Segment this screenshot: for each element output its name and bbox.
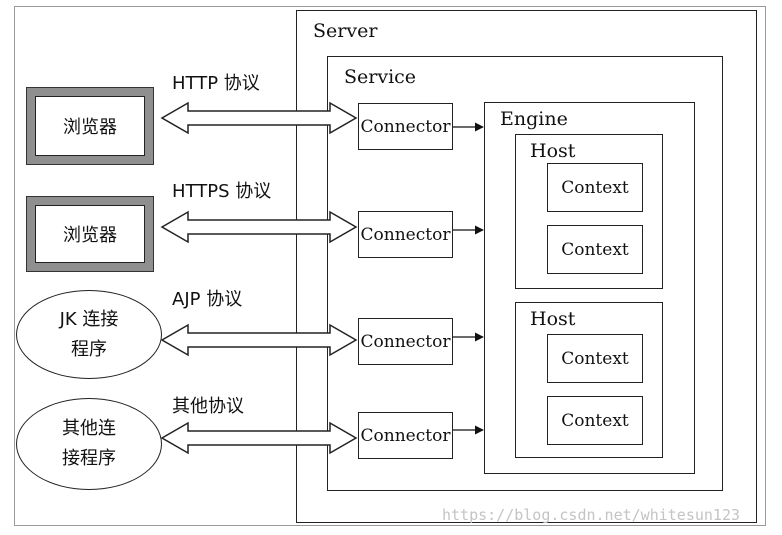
protocol-label: HTTP 协议 — [172, 73, 260, 94]
browser-label: 浏览器 — [35, 96, 145, 156]
context-box: Context — [547, 163, 643, 212]
double-arrow — [160, 323, 358, 357]
double-arrow — [160, 101, 358, 135]
context-box: Context — [547, 334, 643, 383]
oval-label-line: JK 连接 — [59, 308, 119, 330]
browser-client: 浏览器 — [26, 87, 154, 165]
context-box: Context — [547, 396, 643, 445]
oval-label-line: 程序 — [71, 338, 107, 360]
protocol-label: HTTPS 协议 — [172, 181, 272, 202]
engine-label: Engine — [500, 108, 568, 130]
jk-connector-program: JK 连接 程序 — [16, 290, 162, 379]
server-label: Server — [313, 20, 378, 42]
service-label: Service — [344, 66, 417, 88]
diagram-frame — [14, 6, 766, 526]
browser-label: 浏览器 — [35, 205, 145, 263]
oval-label-line: 其他连 — [62, 418, 116, 439]
protocol-label: AJP 协议 — [172, 289, 243, 310]
browser-client: 浏览器 — [26, 196, 154, 272]
oval-label-line: 接程序 — [62, 448, 116, 469]
double-arrow — [160, 210, 358, 244]
host-label-2: Host — [530, 308, 576, 330]
watermark: https://blog.csdn.net/whitesun123 — [442, 506, 741, 524]
connector-box: Connector — [358, 318, 453, 365]
connector-box: Connector — [358, 211, 453, 258]
other-connector-program: 其他连 接程序 — [16, 398, 162, 490]
connector-box: Connector — [358, 103, 453, 150]
protocol-label: 其他协议 — [172, 396, 244, 417]
double-arrow — [160, 421, 358, 455]
host-label-1: Host — [530, 140, 576, 162]
context-box: Context — [547, 225, 643, 274]
connector-box: Connector — [358, 412, 453, 459]
